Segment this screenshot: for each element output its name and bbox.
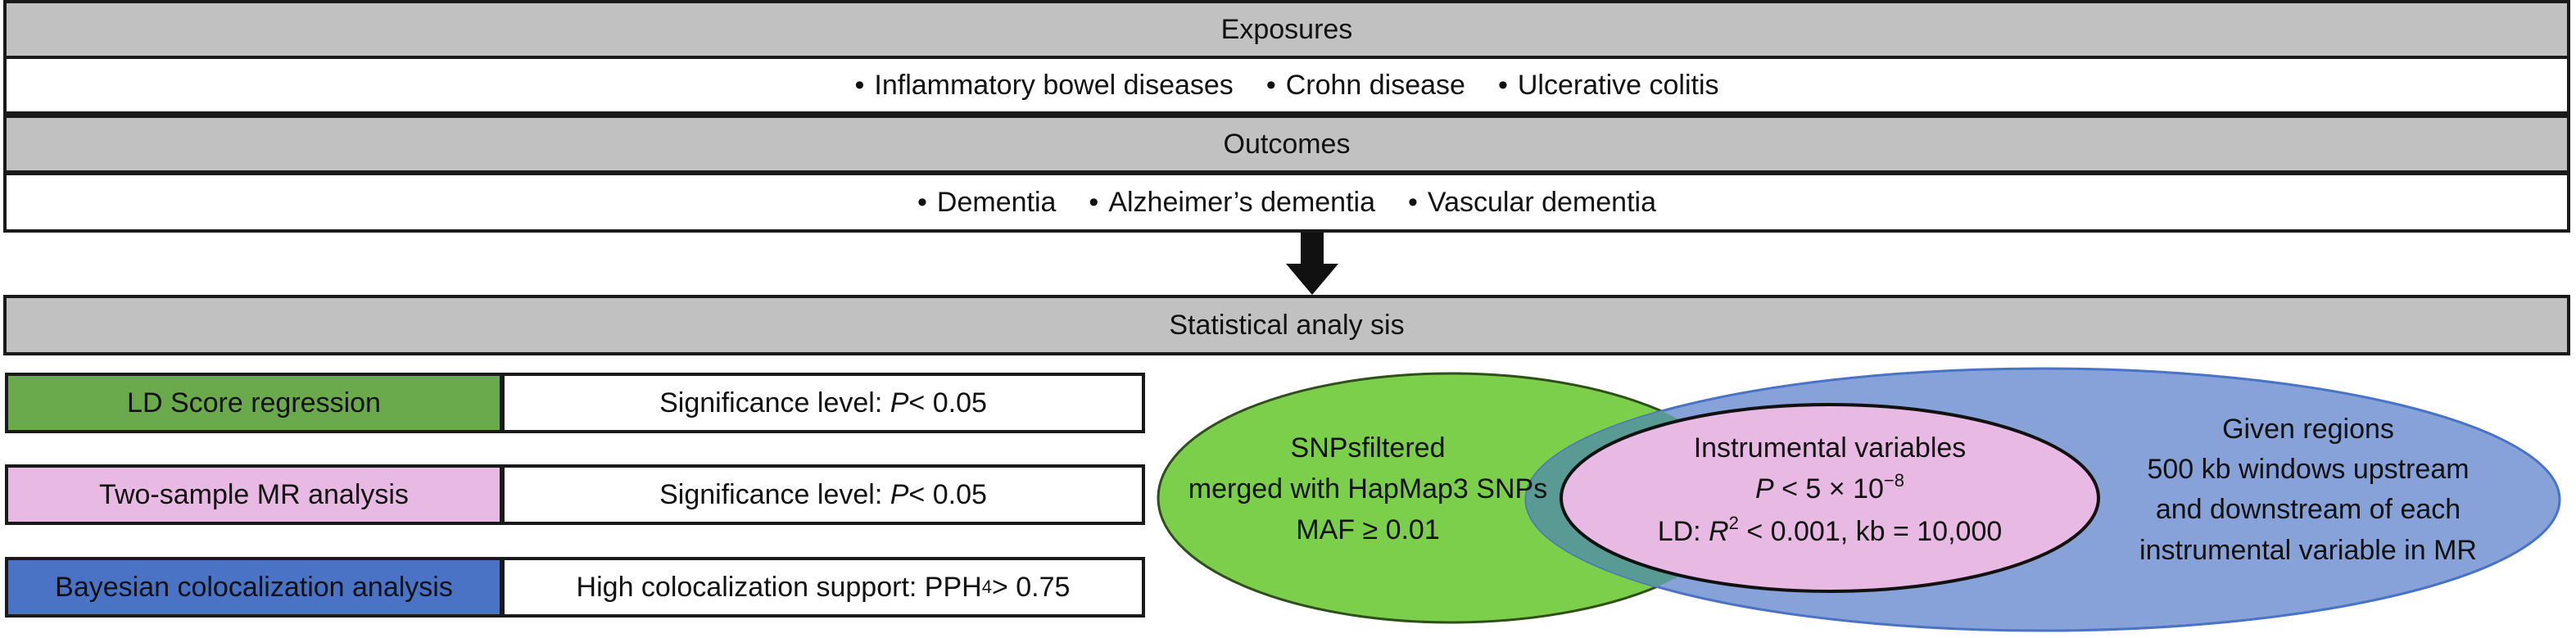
outcome-item: •Vascular dementia: [1408, 186, 1656, 218]
center-pvalue: P < 5 × 10−8: [1755, 470, 1904, 505]
blue-line-4: instrumental variable in MR: [2139, 535, 2477, 566]
instrumental-variables-ellipse: [1560, 403, 2100, 593]
analysis-header: Statistical analy sis: [3, 295, 2570, 355]
overlap-region: [1526, 373, 1745, 622]
outcome-item: •Dementia: [917, 186, 1057, 218]
blue-line-1: Given regions: [2222, 414, 2394, 445]
exposures-title: Exposures: [1220, 13, 1353, 45]
exposures-list: •Inflammatory bowel diseases •Crohn dise…: [3, 56, 2570, 115]
blue-line-3: and downstream of each: [2156, 494, 2461, 525]
analysis-title: Statistical analy sis: [1169, 309, 1405, 341]
green-line-1: SNPsfiltered: [1291, 432, 1446, 464]
center-title: Instrumental variables: [1694, 432, 1967, 464]
exposure-item: •Crohn disease: [1265, 69, 1465, 101]
green-line-2: merged with HapMap3 SNPs: [1188, 473, 1547, 505]
green-line-3: MAF ≥ 0.01: [1296, 514, 1440, 545]
method-ldsc-value: Significance level: P < 0.05: [501, 373, 1145, 433]
method-coloc-label: Bayesian colocalization analysis: [5, 557, 503, 618]
exposure-item: •Inflammatory bowel diseases: [854, 69, 1234, 101]
down-arrow-icon: [1286, 233, 1338, 295]
outcomes-title: Outcomes: [1223, 128, 1351, 160]
exposures-header: Exposures: [3, 0, 2570, 59]
method-ldsc-label: LD Score regression: [5, 373, 503, 433]
outcome-item: •Alzheimer’s dementia: [1089, 186, 1376, 218]
outcomes-list: •Dementia •Alzheimer’s dementia •Vascula…: [3, 172, 2570, 233]
exposure-item: •Ulcerative colitis: [1497, 69, 1719, 101]
method-mr-value: Significance level: P < 0.05: [501, 464, 1145, 525]
blue-line-2: 500 kb windows upstream: [2147, 454, 2469, 485]
center-ld: LD: R2 < 0.001, kb = 10,000: [1658, 513, 2003, 547]
